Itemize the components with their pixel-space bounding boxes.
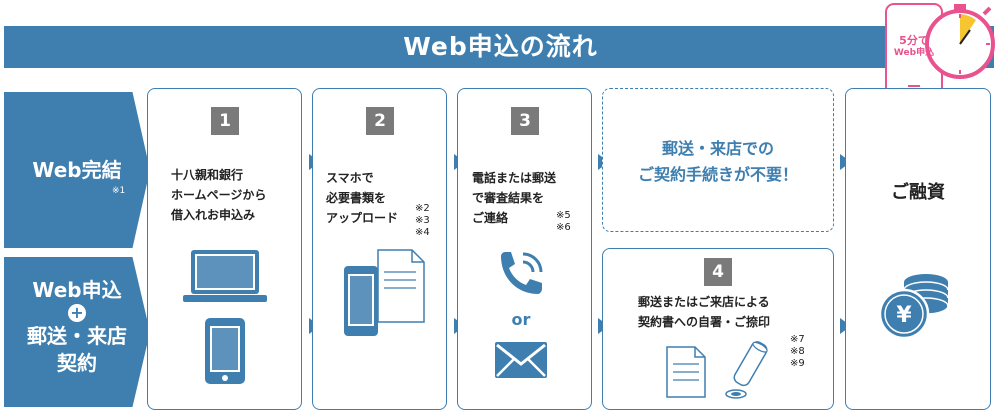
no-procedure-text: 郵送・来店での ご契約手続きが不要！ (637, 139, 798, 184)
web-complete-note: ※1 (112, 186, 126, 196)
laptop-icon (183, 248, 267, 308)
mail-icon (495, 342, 547, 378)
timer-label: 5分で Web申込 (884, 34, 944, 60)
step-number-3: 3 (511, 107, 539, 135)
step-notes-4: ※7 ※8 ※9 (790, 334, 805, 369)
hanko-stamp-icon (720, 338, 776, 400)
step-text-1: 十八親和銀行 ホームページから 借入れお申込み (171, 168, 267, 222)
step-notes-3: ※5 ※6 (556, 210, 571, 233)
web-mail-line1: Web申込 (32, 278, 122, 302)
timer-label-line2: Web申込 (893, 48, 935, 58)
web-complete-text: Web完結 (32, 158, 122, 182)
contract-document-icon (666, 346, 706, 398)
step-card-2 (312, 88, 447, 410)
final-label: ご融資 (891, 182, 945, 203)
step-number-1: 1 (211, 107, 239, 135)
plus-icon: + (68, 304, 86, 322)
page-title: Web申込の流れ (403, 32, 598, 61)
phone-call-icon (495, 248, 547, 300)
web-complete-label: Web完結 ※1 (4, 92, 150, 248)
or-label: or (511, 310, 531, 329)
final-card (845, 88, 991, 410)
timer-label-line1: 5分で (899, 34, 929, 47)
title-bar (4, 26, 994, 68)
phone-document-icon (340, 248, 430, 338)
step-text-2: スマホで 必要書類を アップロード (326, 171, 399, 225)
step-number-4: 4 (704, 258, 732, 286)
web-mail-line4: 契約 (57, 351, 97, 375)
yen-coin-icon: ¥ (876, 266, 952, 342)
web-mail-line3: 郵送・来店 (27, 324, 127, 348)
step-number-2: 2 (366, 107, 394, 135)
step-text-3: 電話または郵送 で審査結果を ご連絡 (472, 171, 557, 225)
step-text-4: 郵送またはご来店による 契約書への自署・ご捺印 (638, 295, 771, 329)
no-procedure-card (602, 88, 834, 232)
step-notes-2: ※2 ※3 ※4 (415, 203, 430, 238)
web-mail-label: Web申込 + 郵送・来店 契約 (4, 257, 150, 407)
svg-text:¥: ¥ (896, 303, 912, 328)
stopwatch-icon (880, 0, 1001, 100)
smartphone-icon (205, 318, 245, 384)
